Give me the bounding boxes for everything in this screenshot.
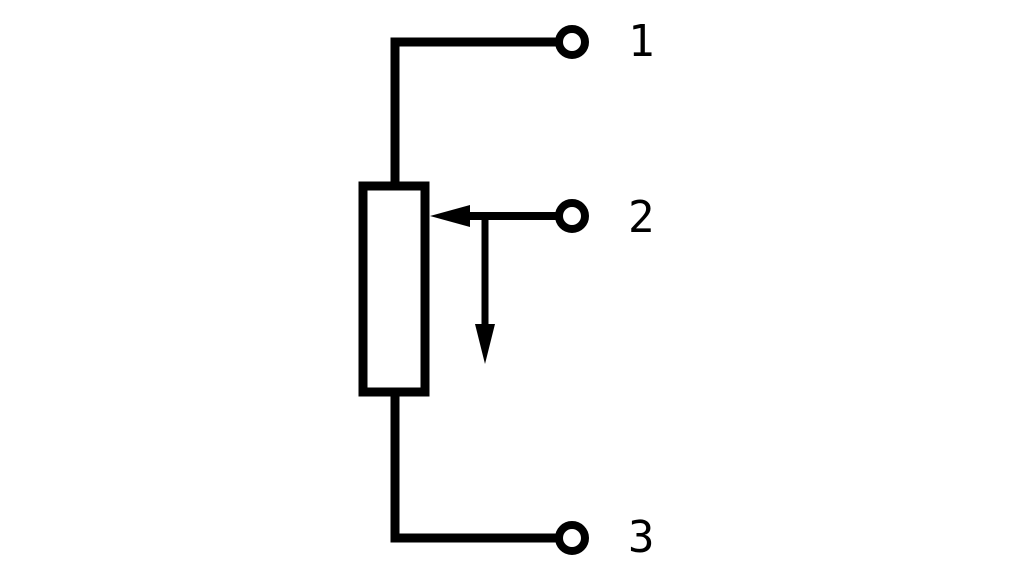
wire-terminal-1 — [390, 37, 560, 186]
terminal-2-label: 2 — [628, 192, 655, 243]
terminal-2-circle — [555, 199, 589, 233]
resistor-body — [358, 181, 430, 397]
terminal-3-circle — [555, 521, 589, 555]
terminal-1-label: 1 — [628, 16, 655, 67]
wiper-arrow-icon — [430, 205, 470, 227]
wire-terminal-3 — [390, 392, 560, 543]
terminal-3-label: 3 — [628, 512, 655, 563]
adjust-arrow-down-icon — [475, 324, 495, 364]
terminal-1-circle — [555, 25, 589, 59]
